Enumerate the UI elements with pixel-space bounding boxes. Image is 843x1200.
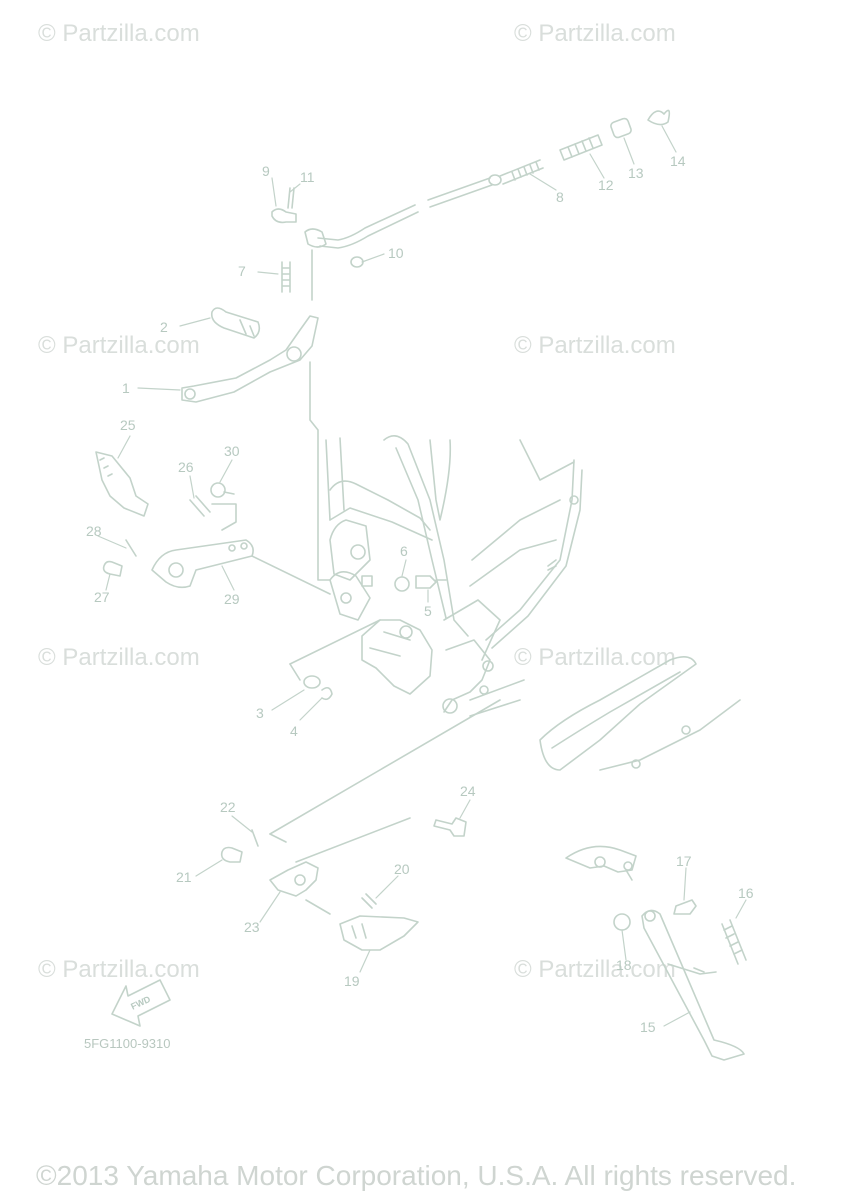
part-27-pin <box>102 560 123 577</box>
part-29-bracket <box>151 539 254 589</box>
callout-13: 13 <box>628 165 644 181</box>
part-2-shaft <box>210 307 261 339</box>
callout-17: 17 <box>676 853 692 869</box>
brake-rod-long <box>427 177 491 201</box>
part-5-bolt <box>415 575 447 589</box>
frame <box>325 435 583 714</box>
part-4-clip <box>321 686 333 701</box>
fwd-arrow <box>111 979 171 1027</box>
callout-9: 9 <box>262 163 270 179</box>
callout-27: 27 <box>94 589 110 605</box>
part-16-spring <box>721 919 747 965</box>
part-20-spring <box>361 893 377 909</box>
part-23-bracket <box>269 861 319 897</box>
watermark: © Partzilla.com <box>514 956 676 983</box>
callout-28: 28 <box>86 523 102 539</box>
callout-labels: 1 2 3 4 5 6 7 8 9 10 11 12 13 14 15 16 1… <box>86 153 754 1035</box>
swingarm <box>469 656 741 771</box>
part-9-pin <box>271 208 297 224</box>
part-11-cotter <box>287 187 295 209</box>
callout-16: 16 <box>738 885 754 901</box>
callout-15: 15 <box>640 1019 656 1035</box>
callout-4: 4 <box>290 723 298 739</box>
watermark: © Partzilla.com <box>38 644 200 671</box>
callout-11: 11 <box>300 169 315 185</box>
callout-25: 25 <box>120 417 136 433</box>
watermark: © Partzilla.com <box>38 20 200 47</box>
part-18-collar <box>613 913 631 931</box>
callout-26: 26 <box>178 459 194 475</box>
part-26-spring <box>189 495 211 517</box>
brake-rod <box>317 204 416 241</box>
callout-12: 12 <box>598 177 614 193</box>
callout-23: 23 <box>244 919 260 935</box>
callout-24: 24 <box>460 783 476 799</box>
watermark: © Partzilla.com <box>514 644 676 671</box>
callout-1: 1 <box>122 380 130 396</box>
callout-22: 22 <box>220 799 236 815</box>
callout-8: 8 <box>556 189 564 205</box>
copyright-notice: ©2013 Yamaha Motor Corporation, U.S.A. A… <box>36 1160 797 1191</box>
leader-lines <box>97 125 747 1027</box>
callout-7: 7 <box>238 263 246 279</box>
callout-6: 6 <box>400 543 408 559</box>
watermark: © Partzilla.com <box>38 332 200 359</box>
rod-end <box>488 174 502 186</box>
watermark: © Partzilla.com <box>514 332 676 359</box>
part-24-bolt <box>433 817 467 837</box>
part-12-spring <box>559 134 603 161</box>
part-7-spring <box>281 261 291 293</box>
part-1-pedal <box>181 315 319 403</box>
part-22-cotter <box>251 829 259 847</box>
callout-21: 21 <box>176 869 192 885</box>
part-8-spring <box>499 159 544 185</box>
part-17-bolt <box>673 899 697 915</box>
part-21-pin <box>220 846 243 863</box>
callout-19: 19 <box>344 973 360 989</box>
watermark: © Partzilla.com <box>38 956 200 983</box>
callout-18: 18 <box>616 957 632 973</box>
part-25-footrest <box>95 451 149 517</box>
diagram-code: 5FG1100-9310 <box>84 1036 171 1051</box>
callout-10: 10 <box>388 245 404 261</box>
part-13-nut <box>610 117 632 139</box>
callout-20: 20 <box>394 861 410 877</box>
part-10-joint <box>304 228 327 248</box>
part-10-washer <box>350 256 364 268</box>
callout-30: 30 <box>224 443 240 459</box>
callout-29: 29 <box>224 591 240 607</box>
watermark: © Partzilla.com <box>514 20 676 47</box>
part-15-sidestand <box>641 909 745 1061</box>
part-28-cotter <box>125 539 137 557</box>
part-14-wingnut <box>647 109 671 126</box>
callout-3: 3 <box>256 705 264 721</box>
callout-14: 14 <box>670 153 686 169</box>
brake-rod-long-2 <box>429 184 493 208</box>
part-6-nut <box>394 576 410 592</box>
part-30-bolt <box>210 482 226 498</box>
callout-2: 2 <box>160 319 168 335</box>
callout-5: 5 <box>424 603 432 619</box>
brake-rod-lower <box>319 211 419 249</box>
fwd-label: FWD <box>129 994 152 1012</box>
part-19-footrest <box>339 915 419 951</box>
part-3-washer <box>303 675 321 689</box>
